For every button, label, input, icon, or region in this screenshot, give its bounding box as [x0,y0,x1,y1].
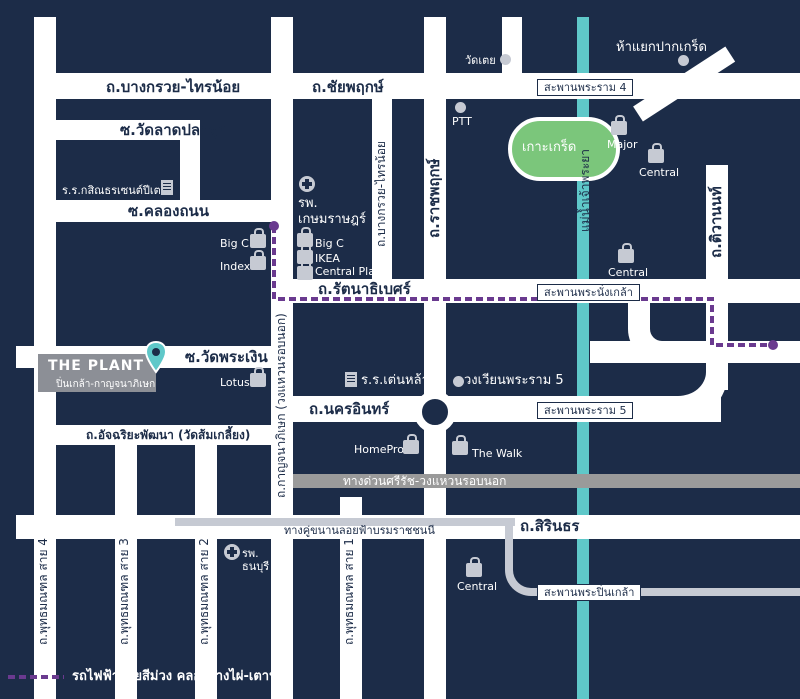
label-nakhon-in: ถ.นครอินทร์ [309,400,390,418]
ptt-dot [455,102,466,113]
road-wat-toei [502,17,522,83]
label-soi-khlong-thanon: ซ.คลองถนน [128,202,210,220]
project-name: THE PLANT [48,358,144,374]
hospital-thonburi2-line1: รพ. [242,547,259,560]
the-walk-bag-icon [452,435,468,455]
central-3-bag-icon [466,557,482,577]
road-phutthamonthon-2 [195,428,217,699]
label-chaiyaphruek: ถ.ชัยพฤกษ์ [312,78,384,96]
road-atchariya-phatthana [34,425,293,445]
ko-kret-island [508,117,620,181]
bigc-2-label: Big C [315,237,344,250]
central-2-label: Central [608,266,649,279]
ptt-label: PTT [452,115,472,128]
parallel-road-curve [505,518,555,596]
label-atchariya-phatthana: ถ.อัจฉริยะพัฒนา (วัดส้มเกลี้ยง) [86,428,251,442]
label-phutthamonthon-2: ถ.พุทธมณฑล สาย 2 [197,538,211,645]
central-1-label: Central [639,166,680,179]
central-3-label: Central [457,580,498,593]
hospital-kasemrad-icon [299,176,315,192]
the-walk-label: The Walk [472,447,523,460]
major-bag-icon [611,115,627,135]
road-phutthamonthon-3 [115,428,137,699]
bridge-nonthaburi: สะพานพระนั่งเกล้า [537,284,640,301]
label-phutthamonthon-4: ถ.พุทธมณฑล สาย 4 [36,538,50,645]
label-ratchaphruek: ถ.ราชพฤกษ์ [425,158,443,238]
homepro-label: HomePro [354,443,404,456]
lotus-label: Lotus [220,376,250,389]
road-phutthamonthon-1 [340,497,362,699]
legend-purple-label: รถไฟฟ้าสายสีม่วง คลองบางไผ่-เตาปูน [72,669,287,684]
wat-toei-dot [500,54,511,65]
lotus-bag-icon [250,367,266,387]
wat-toei-label: วัดเตย [465,54,496,67]
school-tenla-label: ร.ร.เต่นหล้า [361,373,429,388]
label-soi-wat-phra-ngoen: ซ.วัดพระเงิน [185,348,268,366]
parallel-road-end [550,588,800,596]
location-pin-icon [144,340,168,374]
bridge-rama4: สะพานพระราม 4 [537,79,634,96]
label-phutthamonthon-3: ถ.พุทธมณฑล สาย 3 [117,538,131,645]
project-sub: ปิ่นเกล้า-กาญจนาภิเษก [56,379,156,390]
label-phutthamonthon-1: ถ.พุทธมณฑล สาย 1 [342,538,356,645]
label-soi-wat-lat-pla-duk: ซ.วัดลาดปลาดุก [120,121,228,139]
road-soi-wat-lat-pla-duk [34,120,200,140]
label-kanchanaphisek: ถ.กาญจนาภิเษก (วงแหวนรอบนอก) [274,313,288,498]
hospital-kasemrad-line2: เกษมราษฎร์ [298,211,367,227]
homepro-bag-icon [403,434,419,454]
rama5-roundabout [414,391,456,433]
central-2-bag-icon [618,243,634,263]
road-rattanathibet-loop [628,300,800,363]
bridge-rama5: สะพานพระราม 5 [537,402,634,419]
label-bang-kruai-sai-noi: ถ.บางกรวย-ไทรน้อย [106,78,241,96]
expressway-band [293,474,800,488]
major-label: Major [607,138,638,151]
parallel-road-label: ทางคู่ขนานลอยฟ้าบรมราชชนนี [284,524,435,537]
hospital-kasemrad-label: รพ. เกษมราษฎร์ [298,196,366,227]
central-plaza-bag-icon [297,260,313,280]
index-bag-icon [250,250,266,270]
parallel-road-band [175,518,515,526]
road-soi-khlong-thanon [34,200,293,222]
label-tiwanon: ถ.ติวานนท์ [707,186,725,258]
road-nakhon-in [271,396,721,422]
legend-purple-swatch [8,675,64,679]
central-1-bag-icon [648,143,664,163]
index-label: Index [220,260,251,273]
hospital-thonburi2-icon [224,544,240,560]
road-bang-kruai-sai-noi-v [372,90,392,286]
hospital-thonburi2-label: รพ. ธนบุรี 2 [242,547,280,573]
project-box: THE PLANT ปิ่นเกล้า-กาญจนาภิเษก [38,354,156,392]
pak-kret-dot [678,55,689,66]
hospital-kasemrad-line1: รพ. [298,196,318,211]
label-bang-kruai-v: ถ.บางกรวย-ไทรน้อย [374,141,388,247]
hospital-thonburi2-line2: ธนบุรี 2 [242,560,280,574]
central-plaza-label: Central Plaza [315,265,388,278]
pak-kret-label: ห้าแยกปากเกร็ด [616,40,707,55]
rama5-circle-dot [453,376,464,387]
ikea-label: IKEA [315,252,340,265]
label-sirindhorn: ถ.สิรินธร [520,517,580,535]
road-soi-wat-lat-pla-duk-v [180,138,200,202]
ko-kret-label: เกาะเกร็ด [522,140,577,155]
school-sinthorn-label: ร.ร.กสิณธรเซนต์ปีเตอร์ [62,184,174,197]
school-tenla-icon [345,372,357,387]
bigc-1-label: Big C [220,237,249,250]
label-rattanathibet: ถ.รัตนาธิเบศร์ [318,280,411,298]
bridge-pin-klao: สะพานพระปิ่นเกล้า [537,584,642,601]
bigc-1-bag-icon [250,228,266,248]
bigc-2-bag-icon [297,227,313,247]
school-sinthorn-icon [161,180,173,195]
rama5-circle-label: วงเวียนพระราม 5 [464,373,564,388]
expressway-label: ทางด่วนศรีรัช-วงแหวนรอบนอก [343,474,507,488]
